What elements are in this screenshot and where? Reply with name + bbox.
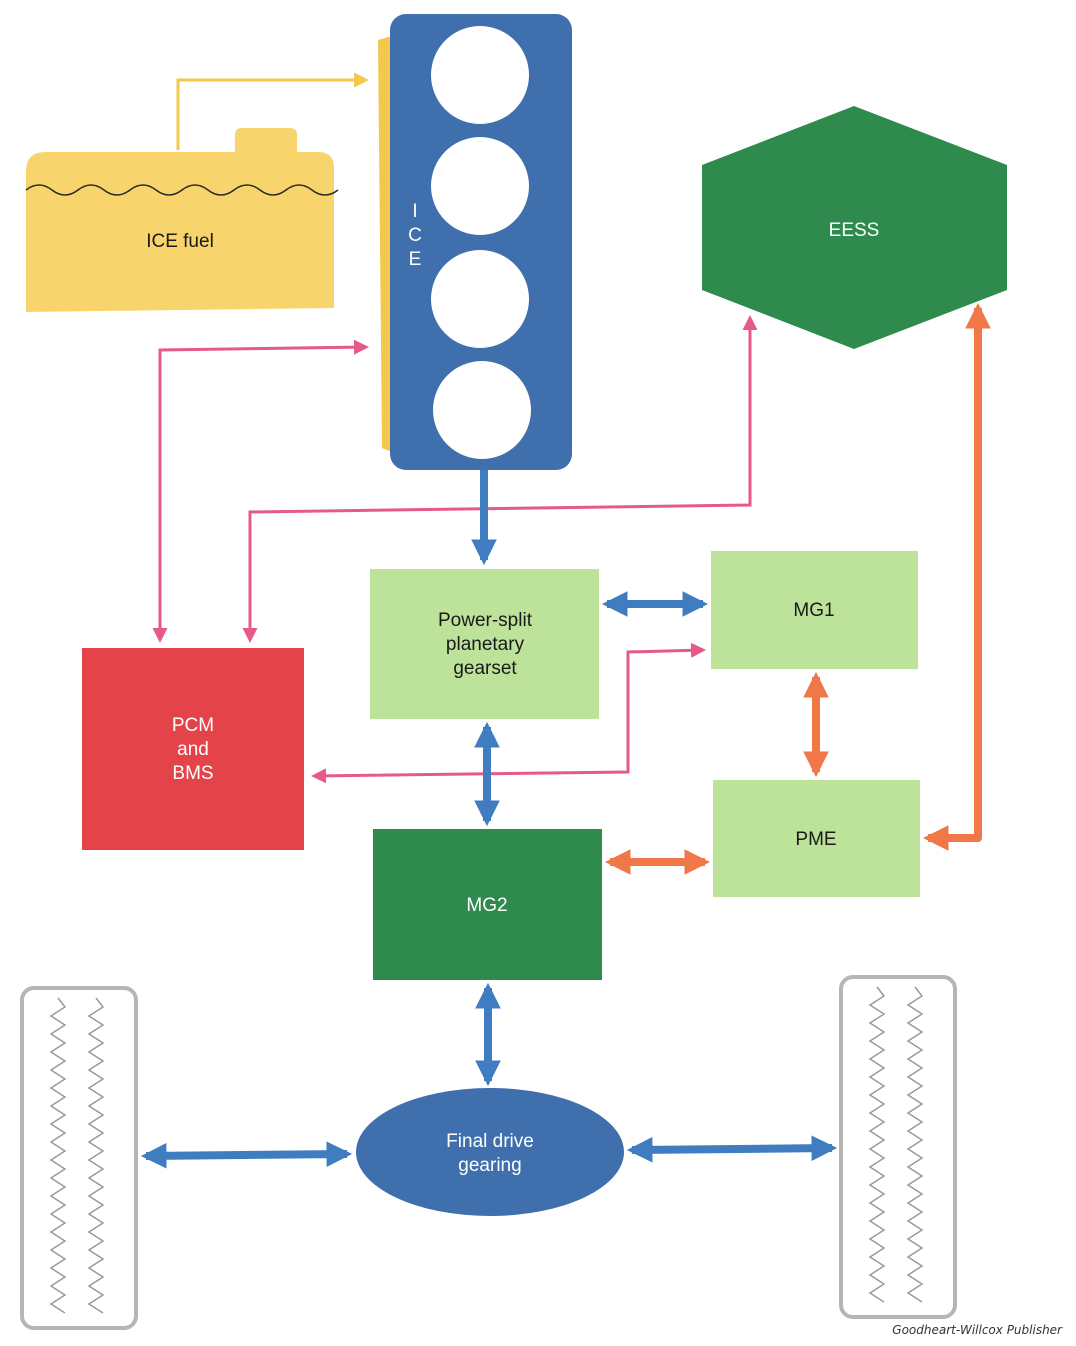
- ice-engine-block: I C E: [378, 14, 572, 470]
- mg1-label: MG1: [793, 600, 834, 621]
- cylinder-1: [431, 26, 529, 124]
- right-tread-2: [906, 986, 924, 1303]
- final-drive-label-line-2: gearing: [458, 1155, 521, 1176]
- pcm-ice-control-arrow: [152, 339, 369, 643]
- left-tread-1: [49, 997, 67, 1314]
- pcm-mg1-control-arrow: [311, 642, 706, 784]
- gearset-label-line-3: gearset: [453, 658, 517, 679]
- right-tread-1: [868, 986, 886, 1303]
- pcm-label-line-2: and: [177, 739, 209, 760]
- mg1-box: [711, 551, 918, 669]
- left-tread-2: [87, 997, 105, 1314]
- pcm-label-line-3: BMS: [172, 763, 213, 784]
- mg2-label: MG2: [466, 895, 507, 916]
- gearset-box: [370, 569, 599, 719]
- ice-letter-c: C: [408, 225, 422, 246]
- eess-label: EESS: [829, 220, 880, 241]
- left-wheel-final-drive-arrow: [140, 1141, 353, 1169]
- final-drive-node: Final drive gearing: [356, 1088, 624, 1216]
- cylinder-3: [431, 250, 529, 348]
- fuel-level-wave: [25, 184, 339, 196]
- eess-node: EESS: [702, 106, 1007, 349]
- gearset-label-line-2: planetary: [446, 634, 525, 655]
- pcm-eess-control-arrow: [242, 315, 758, 643]
- ice-fuel-tank: ICE fuel: [25, 128, 339, 312]
- ice-fuel-rail: [378, 36, 392, 452]
- pme-node: PME: [713, 780, 920, 897]
- gearset-label-line-1: Power-split: [438, 610, 533, 631]
- fuel-tank-body: [26, 128, 334, 312]
- pme-label: PME: [795, 829, 836, 850]
- ice-fuel-label: ICE fuel: [146, 231, 214, 252]
- final-drive-ellipse: [356, 1088, 624, 1216]
- pme-box: [713, 780, 920, 897]
- pcm-label-line-1: PCM: [172, 715, 214, 736]
- left-tire: [20, 986, 138, 1330]
- eess-hexagon: [702, 106, 1007, 349]
- publisher-credit: Goodheart-Willcox Publisher: [892, 1323, 1063, 1337]
- ice-letter-e: E: [409, 249, 422, 270]
- pme-eess-arrow: [922, 302, 991, 851]
- ice-letter-i: I: [412, 201, 417, 222]
- right-tire: [839, 975, 957, 1319]
- cylinder-4: [433, 361, 531, 459]
- cylinder-2: [431, 137, 529, 235]
- mg1-node: MG1: [711, 551, 918, 669]
- final-drive-right-wheel-arrow: [626, 1135, 838, 1163]
- left-wheel: [20, 986, 138, 1330]
- pcm-bms-box: [82, 648, 304, 850]
- pcm-bms-node: PCM and BMS: [82, 648, 304, 850]
- right-wheel: [839, 975, 957, 1319]
- gearset-node: Power-split planetary gearset: [370, 569, 599, 719]
- mg2-box: [373, 829, 602, 980]
- mg2-node: MG2: [373, 829, 602, 980]
- final-drive-label-line-1: Final drive: [446, 1131, 534, 1152]
- fuel-feed-arrow: [176, 72, 369, 150]
